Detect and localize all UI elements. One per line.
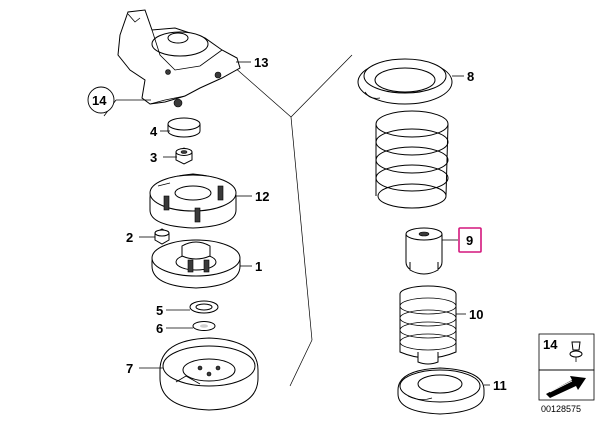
callout-1: 1 — [255, 259, 262, 274]
callout-4: 4 — [150, 124, 158, 139]
callout-12: 12 — [255, 189, 269, 204]
part-4-rubber-cap[interactable] — [167, 117, 201, 138]
callout-5: 5 — [156, 303, 163, 318]
callout-8: 8 — [467, 69, 474, 84]
assembly-frame-lines — [232, 54, 353, 387]
part-1-support-bearing[interactable] — [151, 239, 241, 289]
callouts: 13 4 3 12 2 1 5 6 7 8 10 11 — [126, 55, 507, 393]
part-3-collar-nut[interactable] — [175, 147, 193, 165]
callout-2: 2 — [126, 230, 133, 245]
callout-7: 7 — [126, 361, 133, 376]
callout-10: 10 — [469, 307, 483, 322]
callout-9-highlighted[interactable]: 9 — [458, 227, 482, 253]
callout-13: 13 — [254, 55, 268, 70]
part-9-bump-stop[interactable] — [405, 227, 443, 275]
callout-14-circled: 14 — [87, 86, 115, 114]
reference-panel-number: 14 — [543, 337, 558, 352]
part-7-spring-plate[interactable] — [159, 337, 259, 411]
clip-icon — [569, 341, 583, 362]
part-10-protective-bellows[interactable] — [399, 285, 457, 365]
part-13-strut-bracket[interactable] — [117, 9, 241, 108]
coil-spring — [375, 110, 449, 209]
reference-panel: 14 00128575 — [538, 333, 595, 414]
part-2-hex-nut[interactable] — [154, 228, 170, 245]
callout-6: 6 — [156, 321, 163, 336]
callout-9: 9 — [466, 233, 473, 248]
part-12-mount-plate[interactable] — [149, 173, 237, 229]
part-5-ring[interactable] — [189, 300, 219, 314]
callout-11: 11 — [493, 378, 507, 393]
part-8-upper-spring-pad[interactable] — [357, 58, 453, 105]
callout-3: 3 — [150, 150, 157, 165]
arrow-icon — [546, 376, 586, 398]
callout-14: 14 — [92, 93, 107, 108]
part-6-washer[interactable] — [192, 321, 216, 331]
part-11-lower-spring-pad[interactable] — [397, 367, 485, 415]
diagram-image-id: 00128575 — [541, 404, 581, 414]
